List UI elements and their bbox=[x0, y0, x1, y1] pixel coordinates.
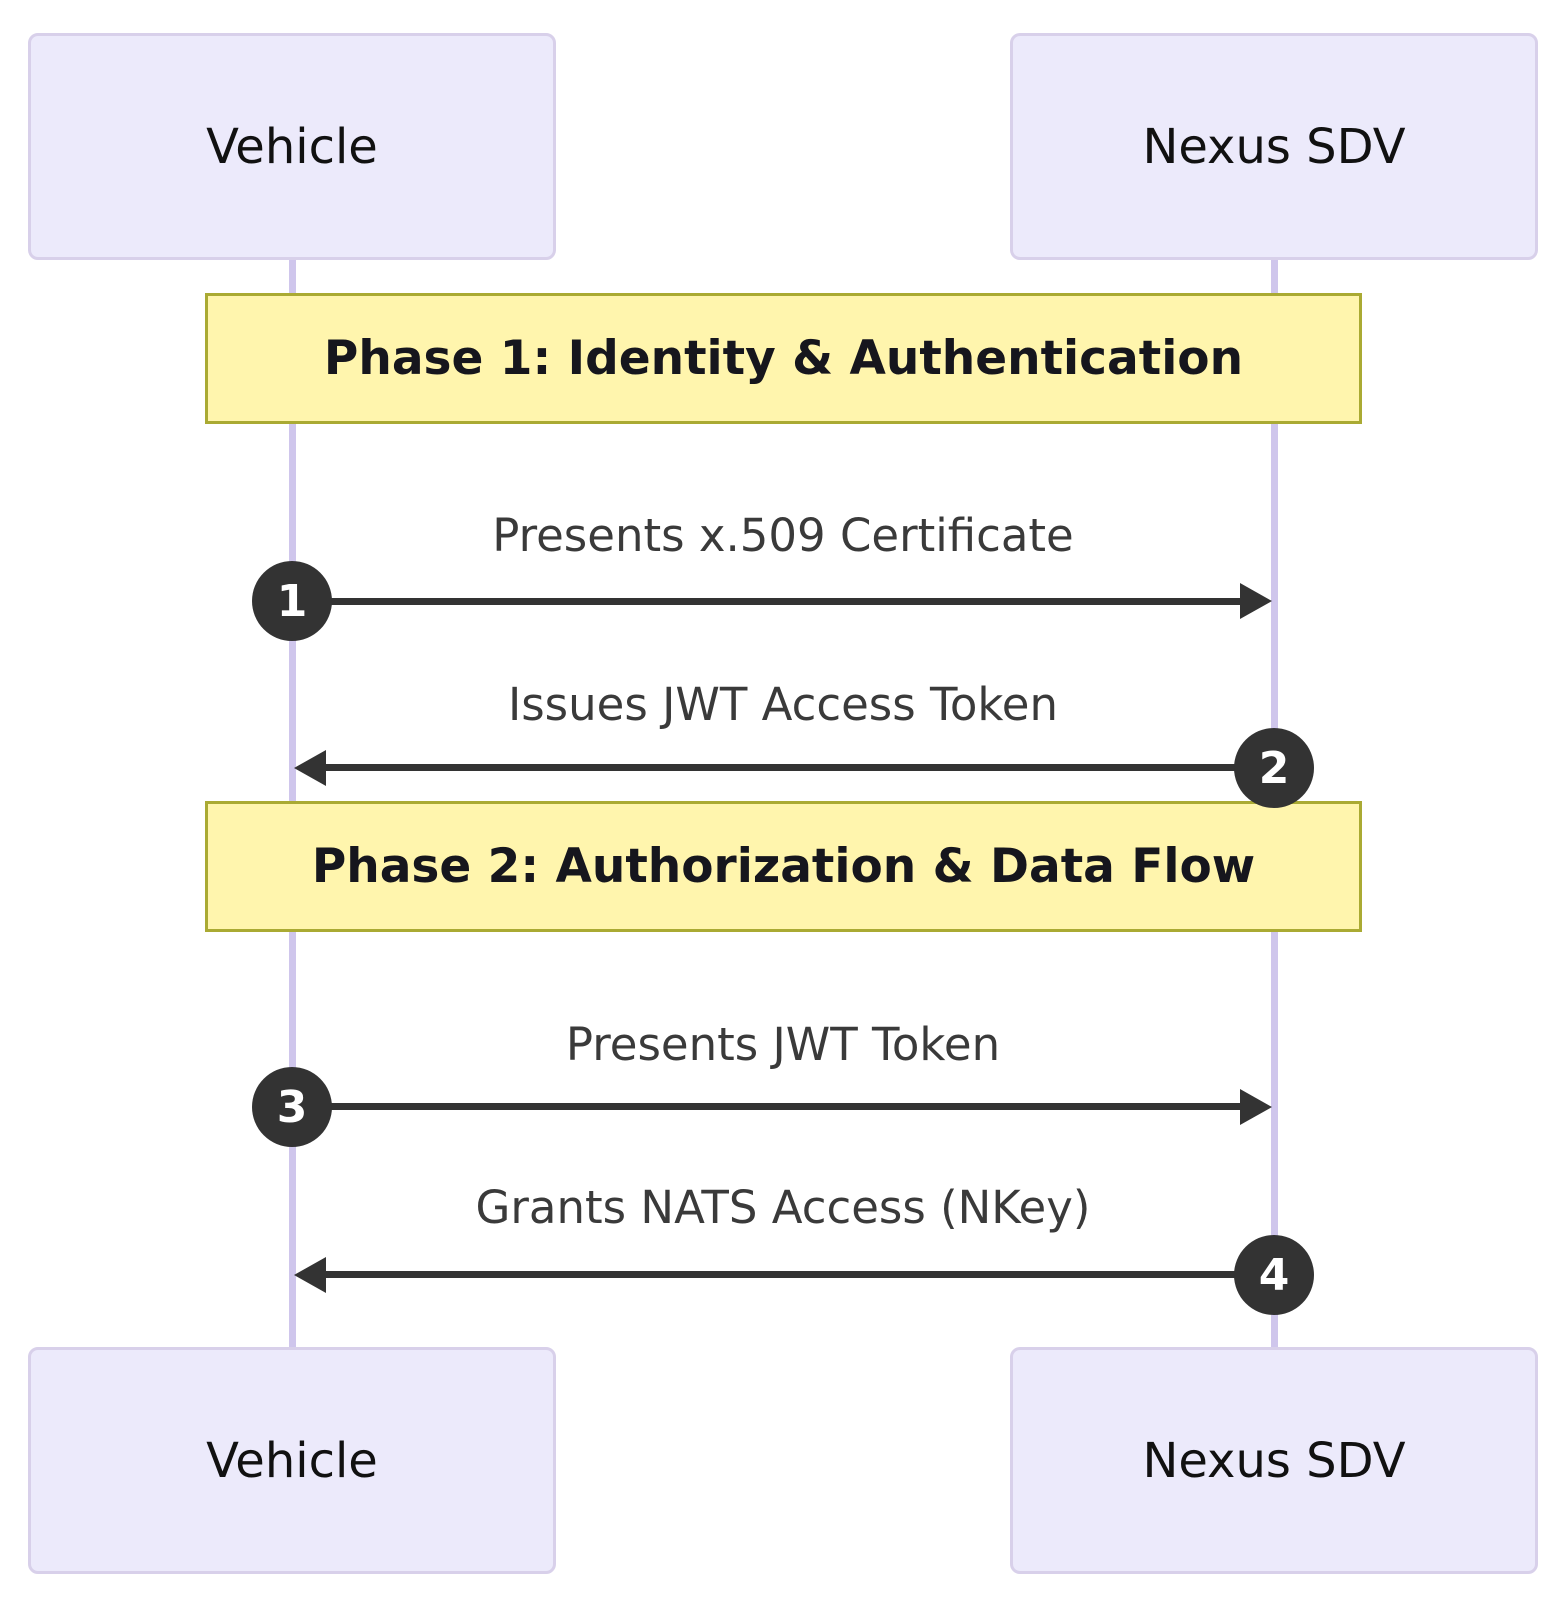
actor-label-vehicle-bottom: Vehicle bbox=[206, 1432, 378, 1489]
phase-1-banner: Phase 1: Identity & Authentication bbox=[205, 293, 1362, 424]
message-3-number-badge: 3 bbox=[252, 1067, 332, 1147]
phase-2-label: Phase 2: Authorization & Data Flow bbox=[311, 839, 1256, 894]
message-1-number-badge: 1 bbox=[252, 561, 332, 641]
message-2-label: Issues JWT Access Token bbox=[507, 678, 1059, 731]
phase-2-banner: Phase 2: Authorization & Data Flow bbox=[205, 801, 1362, 932]
message-4-number-badge: 4 bbox=[1234, 1235, 1314, 1315]
actor-label-vehicle-top: Vehicle bbox=[206, 118, 378, 175]
message-3-arrowhead-right-icon bbox=[1240, 1089, 1272, 1125]
actor-box-nexus-sdv-bottom: Nexus SDV bbox=[1010, 1347, 1538, 1574]
message-1-arrowhead-right-icon bbox=[1240, 583, 1272, 619]
actor-label-nexus-sdv-bottom: Nexus SDV bbox=[1142, 1432, 1406, 1489]
message-2-arrowhead-left-icon bbox=[294, 750, 326, 786]
message-4-arrow-line bbox=[326, 1271, 1236, 1278]
actor-box-vehicle-bottom: Vehicle bbox=[28, 1347, 556, 1574]
message-4-label: Grants NATS Access (NKey) bbox=[475, 1181, 1091, 1234]
actor-box-vehicle-top: Vehicle bbox=[28, 33, 556, 260]
message-2-number-badge: 2 bbox=[1234, 728, 1314, 808]
phase-1-label: Phase 1: Identity & Authentication bbox=[323, 331, 1244, 386]
message-3-label: Presents JWT Token bbox=[565, 1018, 1001, 1071]
message-4-arrowhead-left-icon bbox=[294, 1257, 326, 1293]
message-2-arrow-line bbox=[326, 764, 1236, 771]
actor-box-nexus-sdv-top: Nexus SDV bbox=[1010, 33, 1538, 260]
message-1-arrow-line bbox=[330, 598, 1242, 605]
message-1-label: Presents x.509 Certificate bbox=[492, 509, 1074, 562]
actor-label-nexus-sdv-top: Nexus SDV bbox=[1142, 118, 1406, 175]
message-3-arrow-line bbox=[330, 1103, 1242, 1110]
